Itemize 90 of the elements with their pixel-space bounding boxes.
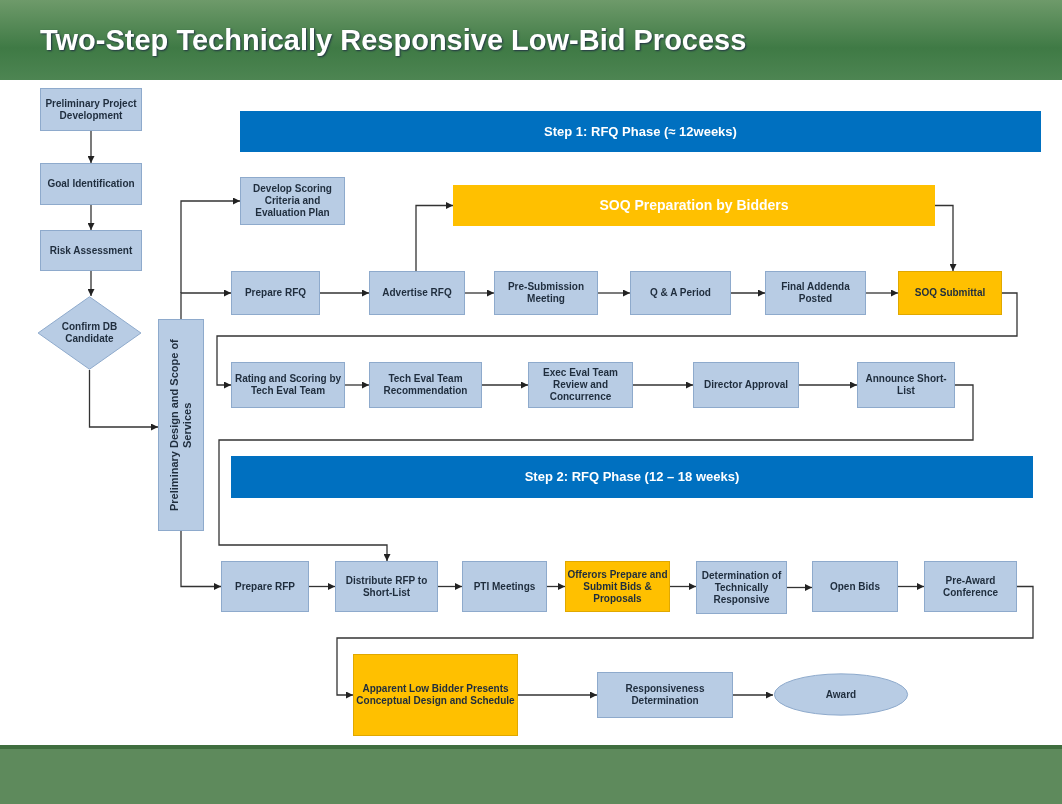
arrow [216,292,1018,389]
arrow [546,583,566,590]
arrow [732,691,774,699]
process-box [565,561,670,612]
step-label: Distribute RFP to Short-List [344,574,429,599]
arrow [798,381,858,389]
step-label: Tech Eval Team Recommendation [382,373,469,397]
arrow [669,583,697,590]
step-label: Develop Scoring Criteria and Evaluation Plan [252,183,333,219]
arrow [87,130,95,164]
process-box [765,271,866,315]
step-label: Director Approval [703,379,789,391]
phase-banner [231,456,1033,498]
step-label: Confirm DB Candidate [60,321,119,345]
step-label: Open Bids [830,580,880,593]
arrow [464,289,495,297]
step-label: Q & A Period [650,287,711,299]
process-box [369,271,465,315]
process-box [369,362,482,408]
arrow [87,270,95,297]
process-box [597,672,733,718]
arrow [87,204,95,231]
arrow [517,691,598,699]
arrow [344,381,370,389]
arrow [632,381,694,389]
step-label: Apparent Low Bidder Presents Conceptual Design and Schedule [355,683,516,707]
step-label: Responsiveness Determination [624,683,706,707]
step-label: Announce Short-List [864,373,948,397]
step-label: PTI Meetings [473,580,536,593]
arrow [437,583,463,590]
arrow [180,197,241,294]
phase-banner [453,185,935,226]
step-label: Preliminary Design and Scope of Services [167,338,194,513]
process-box [494,271,598,315]
arrow [597,289,631,297]
arrow [336,585,1034,699]
arrow [308,583,336,590]
arrow [180,289,232,320]
step-label: Risk Assessment [49,244,133,257]
step-label: Determination of Technically Responsive [700,569,783,606]
process-box [353,654,518,736]
arrow [786,584,813,591]
process-box [240,177,345,225]
step-label: Award [825,688,857,701]
banner-title: Step 1: RFQ Phase (≈ 12weeks) [544,123,737,140]
process-box [693,362,799,408]
process-box [40,88,142,131]
arrow [218,384,974,562]
process-box [812,561,898,612]
arrow [319,289,370,297]
process-box [528,362,633,408]
arrow [865,289,899,297]
process-box [462,561,547,612]
step-label: SOQ Submittal [914,287,986,299]
step-label: Final Addenda Posted [780,281,851,305]
arrow [415,202,454,272]
slide-title: Two-Step Technically Responsive Low-Bid Process [40,24,747,57]
process-box [696,561,787,614]
arrow [897,583,925,590]
process-box [40,163,142,205]
arrow [934,204,957,272]
process-box [40,230,142,271]
process-box [231,271,320,315]
step-label: Prepare RFP [235,580,295,593]
process-box [630,271,731,315]
step-label: Preliminary Project Development [44,97,138,122]
decision-diamond [37,296,142,370]
process-box [158,319,204,531]
step-label: Pre-Award Conference [942,574,999,599]
arrow [730,289,766,297]
step-label: Offerors Prepare and Submit Bids & Proposals [566,568,669,605]
arrow [180,530,222,590]
banner-title: SOQ Preparation by Bidders [599,197,789,214]
process-box [898,271,1002,315]
process-box [857,362,955,408]
phase-banner [240,111,1041,152]
arrow [481,381,529,389]
terminal-ellipse [773,673,909,716]
step-label: Prepare RFQ [244,287,307,299]
process-box [924,561,1017,612]
process-box [231,362,345,408]
process-box [335,561,438,612]
step-label: Rating and Scoring by Tech Eval Team [233,373,343,397]
step-label: Goal Identification [47,178,135,190]
step-label: Pre-Submission Meeting [506,281,586,305]
arrow [88,369,159,431]
step-label: Advertise RFQ [382,287,452,299]
process-box [221,561,309,612]
banner-title: Step 2: RFQ Phase (12 – 18 weeks) [524,469,740,485]
step-label: Exec Eval Team Review and Concurrence [542,367,619,403]
